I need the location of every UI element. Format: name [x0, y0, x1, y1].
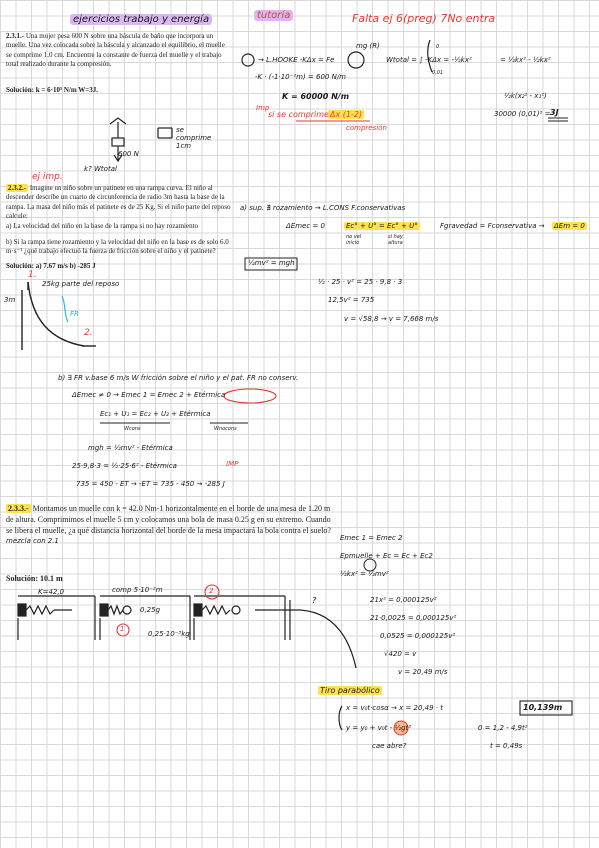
ex232-fig-p2: 2.	[84, 328, 93, 338]
ex231-k-step1: -K · (-1·10⁻²m) = 600 N/m	[255, 73, 346, 81]
ex231-question: k? Wtotal	[84, 165, 117, 173]
ex233-fig-c1: 1	[120, 625, 125, 633]
ex233-solution: Solución: 10.1 m	[6, 574, 63, 583]
ex232-a-step3: v = √58,8 → v = 7,668 m/s	[344, 315, 439, 323]
result-box	[519, 700, 573, 716]
tutoria-label: tutoría	[254, 10, 294, 21]
ex233-tiro: Tiro parabólico	[318, 686, 382, 695]
ex232-a-eq: Ec° + U° = Ec° + U°	[344, 222, 420, 230]
ex233-e3: ½kx² = ½mv²	[340, 570, 389, 578]
ex231-statement: 2.3.1.- Una mujer pesa 600 N sobre una b…	[6, 32, 228, 70]
ex231-wtotal-tail: = ½kx² - ½kx²	[500, 56, 551, 64]
ex233-e2: Epmuelle + Ec = Ec + Ec2	[340, 552, 433, 560]
spring-figure	[17, 595, 357, 669]
ex232-a-step2: 12,5v² = 735	[328, 296, 375, 304]
ex232-b-head: b) ∃ FR v.base 6 m/s W fricción sobre el…	[58, 374, 299, 382]
ex231-mg: mg (R)	[356, 42, 380, 50]
integral-sign	[427, 39, 433, 73]
ex232-number: 2.3.2.-	[6, 184, 29, 192]
ex232-fig-radius: 3m	[4, 296, 16, 304]
ex233-fig-question: ?	[312, 596, 317, 605]
ex233-e5: 21·0,0025 = 0,000125v²	[370, 614, 457, 622]
ex231-k-step2: K = 60000 N/m	[282, 92, 350, 101]
ex232-question-a: a) La velocidad del niño en la base de l…	[6, 222, 199, 230]
ex233-p2: y = y₀ + v₀t - ½gt²	[346, 724, 412, 732]
ex232-a-fgrav: Fgravedad = Fconservativa →	[440, 222, 545, 230]
ex232-a-emec: ΔEmec = 0	[286, 222, 325, 230]
ex231-wtotal: Wtotal = ∫ -KΔx = -½kx²	[386, 56, 472, 64]
page-title: ejercicios trabajo y energía	[70, 14, 213, 25]
ex232-question-b: b) Si la rampa tiene rozamiento y la vel…	[6, 238, 229, 256]
ex232-tag: ej imp.	[32, 172, 63, 182]
ex233-fig-mass: 0,25g	[140, 606, 161, 614]
ex233-statement: 2.3.3.- Montamos un muelle con k = 42.0 …	[6, 504, 334, 547]
ex232-a-dem: ΔEm = 0	[552, 222, 587, 230]
ex231-number: 2.3.1.-	[6, 32, 25, 40]
circled-a	[241, 53, 255, 67]
ex233-fig-c2: 2	[209, 587, 214, 595]
ex231-text: Una mujer pesa 600 N sobre una báscula d…	[6, 32, 225, 69]
ramp-figure	[21, 281, 96, 350]
ex231-wtotal2: ½k(x₂² - x₁²)	[504, 92, 547, 100]
ex231-imp-note: si se comprime	[268, 110, 329, 119]
ex233-p4: t = 0,49s	[490, 742, 523, 750]
ex232-a-note2: si hay altura	[388, 234, 403, 246]
ex231-solution: Solución: k = 6·10⁵ N/m W=3J.	[6, 86, 99, 94]
ex232-b-line2: 25·9,8·3 = ½·25·6² - Etérmica	[72, 462, 177, 470]
ex232-fig-p1: 1.	[28, 270, 37, 280]
ex231-wtotal3: 30000 (0,01)² =	[494, 110, 551, 118]
ex233-e1: Emec 1 = Emec 2	[340, 534, 403, 542]
ex231-imp: Imp	[256, 104, 270, 112]
ex232-b-imp: IMP	[226, 460, 239, 468]
ex231-force-label: 600 N	[118, 150, 139, 158]
ex233-p3: cae abre?	[372, 742, 407, 750]
ex233-e4: 21x² = 0,000125v²	[370, 596, 437, 604]
ex232-b-eq: Ec₁ + U₁ = Ec₂ + U₂ + Etérmica	[100, 410, 211, 418]
ex232-b-line1: mgh = ½mv² - Etérmica	[88, 444, 173, 452]
ex232-b-wcons: Wcons	[124, 426, 141, 432]
ex233-p2b: 0 = 1,2 - 4,9t²	[478, 724, 528, 732]
ex232-solution: Solución: a) 7.67 m/s b) -285 J	[6, 262, 96, 270]
fe-circle	[347, 51, 365, 69]
formula-box	[244, 257, 298, 271]
scale-figure	[109, 117, 173, 163]
ex233-text: Montamos un muelle con k = 42.0 Nm-1 hor…	[6, 504, 331, 535]
ex232-fig-fr: FR	[70, 310, 79, 318]
ex233-e7: √420 = v	[384, 650, 417, 658]
ex232-b-line3: 735 = 450 - ET → -ET = 735 - 450 → -285 …	[76, 480, 225, 488]
ex232-b-emec: ΔEmec ≠ 0 → Emec 1 = Emec 2 + Etérmica	[72, 391, 226, 399]
ex233-fig-k: K=42,0	[38, 588, 65, 596]
ex233-number: 2.3.3.-	[6, 504, 31, 513]
ex233-note-ref: 2.1	[47, 537, 59, 546]
ex232-statement: 2.3.2.- Imagine un niño sobre un patinet…	[6, 184, 232, 222]
ex231-imp-compression: compresión	[346, 124, 387, 132]
ex231-hooke: → L.HOOKE -KΔx = Fe	[258, 56, 335, 64]
ex232-a-head: a) sup. ∄ rozamiento → L.CONS F.conserva…	[240, 204, 406, 212]
ex231-compress-label: se comprime 1cm	[176, 126, 212, 150]
ex232-b-wnocons: Wnocons	[214, 426, 237, 432]
ex232-a-formula: ½mv² = mgh	[248, 259, 295, 267]
missing-note: Falta ej 6(preg) 7No entra	[352, 12, 496, 25]
ex232-a-step1: ½ · 25 · v² = 25 · 9,8 · 3	[318, 278, 403, 286]
ex233-e6: 0,0525 = 0,000125v²	[380, 632, 456, 640]
ex233-p1: x = v₀t·cosα → x = 20,49 · t	[346, 704, 444, 712]
ex233-e8: v = 20,49 m/s	[398, 668, 448, 676]
ex233-fig-mass2: 0,25·10⁻³kg	[148, 630, 190, 638]
ex231-lim-top: 0	[436, 44, 440, 50]
ex233-p1-result: 10,139m	[523, 703, 563, 712]
ex233-note: mezcla con	[6, 537, 46, 546]
ex231-result: 3J	[550, 108, 559, 117]
etermica-circle	[223, 388, 277, 404]
ex233-fig-comp: comp 5·10⁻²m	[112, 586, 163, 594]
ex231-imp-dx: Δx (1-2)	[328, 110, 365, 119]
ex232-fig-mass: 25kg parte del reposo	[42, 280, 120, 288]
friction-arrow	[61, 295, 69, 323]
ex231-lim-bottom: 0,01	[432, 70, 444, 76]
ex232-text: Imagine un niño sobre un patinete en una…	[6, 184, 231, 221]
ex232-a-note1: no vel inicio	[346, 234, 362, 246]
